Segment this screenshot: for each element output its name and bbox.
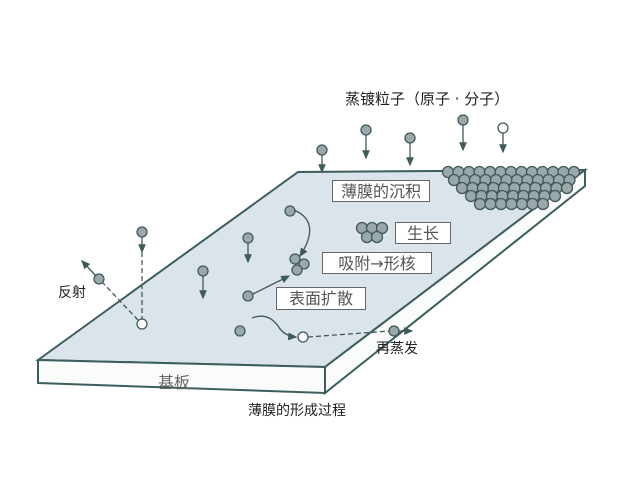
nucleus-particle — [291, 264, 303, 276]
substrate-label: 基板 — [158, 373, 191, 392]
film-particle — [560, 181, 574, 195]
diffusing-particle — [242, 290, 254, 302]
film-particle — [536, 197, 550, 211]
nucleation-label: 吸附→形核 — [322, 252, 432, 274]
deposition-label: 薄膜的沉积 — [332, 180, 430, 202]
growth-particle — [370, 230, 384, 244]
film-particle — [515, 197, 529, 211]
film-particle — [494, 197, 508, 211]
reflection-label: 反射 — [58, 285, 86, 301]
diffusing-particle — [234, 325, 246, 337]
reevaporation-label: 再蒸发 — [376, 341, 418, 357]
nucleus-particle — [289, 253, 301, 265]
incoming-particle — [242, 232, 254, 244]
substrate-side-face — [324, 167, 586, 396]
title-label: 蒸镀粒子（原子 · 分子） — [345, 90, 510, 108]
film-particle — [455, 181, 469, 195]
adsorbed-particle — [297, 331, 309, 343]
incoming-particle — [360, 124, 372, 136]
nucleus-particle — [298, 258, 310, 270]
incoming-particle — [316, 144, 328, 156]
incoming-particle — [136, 226, 148, 238]
diffusing-particle — [284, 205, 296, 217]
film-particle — [484, 197, 497, 211]
reflected-particle — [93, 273, 105, 285]
incoming-particle — [404, 132, 416, 144]
diffusion-label: 表面扩散 — [276, 287, 366, 310]
film-particle — [548, 189, 562, 203]
adsorbed-particle — [136, 318, 148, 330]
incoming-particle — [457, 114, 469, 126]
film-particle — [505, 197, 518, 211]
reevaporating-particle — [388, 325, 400, 337]
film-particle — [464, 189, 478, 203]
film-particle — [473, 197, 487, 211]
incoming-particle — [497, 122, 509, 134]
caption: 薄膜的形成过程 — [248, 403, 346, 419]
growth-label: 生长 — [395, 222, 451, 244]
film-particle — [526, 197, 539, 211]
incoming-particle — [197, 265, 209, 277]
